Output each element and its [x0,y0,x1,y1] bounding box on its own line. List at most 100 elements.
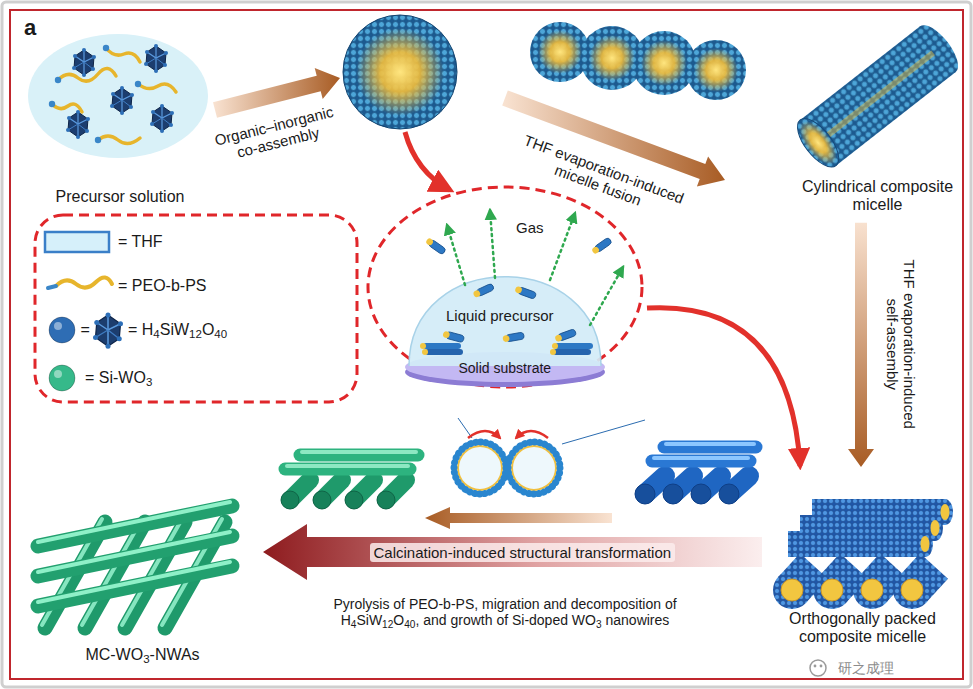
orthogonal-packing-drawing [931,520,940,536]
dashed-ellipse [447,225,465,285]
legend-text: = THF [118,233,163,251]
fused-micelles [530,22,590,82]
dashed-ellipse [514,286,536,300]
green-channel-array [377,491,395,509]
tube-cross-section [454,442,506,494]
process-arrow [848,223,874,467]
tube-cross-section [562,420,645,444]
legend-box [93,313,123,349]
nanowire-array-drawing [38,566,232,606]
nanowire-array-drawing [38,562,230,602]
dashed-ellipse [555,343,593,349]
blue-rod-array [635,484,655,504]
fused-micelles [632,31,696,95]
sphere-highlight [54,322,62,330]
legend-swatch [45,232,109,252]
tube-cross-section [508,442,560,494]
dashed-ellipse [550,213,575,280]
legend-box [35,215,357,402]
edge-label: Calcination-induced structural transform… [370,543,676,562]
dashed-ellipse [409,277,601,366]
blue-rod-array [654,456,748,460]
legend-box [35,215,357,402]
blue-rod-array [635,444,756,504]
tube-cross-section [512,446,556,490]
blue-rod-array [652,444,756,461]
subscript: 3 [596,619,602,630]
blue-rod-array [663,484,683,504]
precursor-solution-drawing [98,136,140,144]
node-text: MC-WO3-NWAs [25,646,260,664]
green-channel-array [281,491,395,509]
subscript: 12 [382,619,393,630]
orthogonal-packing-drawing [788,499,953,557]
dashed-ellipse [590,267,623,325]
green-channel-array [281,452,418,509]
node-text: Cylindrical composite micelle [795,178,960,215]
orthogonal-packing-drawing [773,499,953,609]
precursor-solution-drawing [49,101,55,107]
dashed-ellipse [442,330,464,342]
fused-micelles [538,30,582,74]
cylinder-node: Cylindrical composite micelle [795,28,960,219]
green-channel-array [302,450,416,454]
orthogonal-packing-drawing [893,571,931,609]
precursor-solution-drawing [55,77,61,83]
dashed-ellipse [550,349,556,355]
dashed-ellipse [420,343,593,355]
red-arrow [405,132,450,190]
nanowire-node: MC-WO3-NWAs [25,470,260,668]
process-note: Pyrolysis of PEO-b-PS, migration and dec… [333,596,678,628]
dashed-ellipse [425,349,463,355]
fused-micelles [589,35,635,81]
precursor-solution-drawing [110,86,134,115]
cylindrical-micelle [793,115,844,171]
cylindrical-micelle [790,112,846,174]
blue-rod-array [719,484,739,504]
dashed-ellipse [423,343,461,349]
cylindrical-micelle [790,19,965,174]
edge-label: THF evaporation-induced self-assembly [884,250,919,440]
tube-cross-section [468,431,500,438]
legend-text: = PEO-b-PS [118,277,206,295]
precursor-solution-drawing [135,81,141,87]
small-transform-arrow [425,507,612,529]
dashed-ellipse [472,283,494,298]
fused-micelles [686,40,746,100]
node-text: Precursor solution [25,188,215,206]
fused-micelles [530,22,746,100]
precursor-solution-drawing [66,110,90,139]
precursor-node: Precursor solution [25,30,215,210]
subscript: 40 [214,328,227,340]
process-arrow [263,524,762,580]
fused-micelles [580,26,644,90]
node-text: Solid substrate [459,360,552,376]
tube-cross-section [458,446,502,490]
dashed-ellipse [368,187,642,387]
dashed-ellipse [553,349,591,355]
green-channel-array [281,491,299,509]
subscript: 40 [404,619,415,630]
watermark-icon [810,660,826,676]
orthogonal-packing-drawing [813,571,851,609]
blue-rod-array [635,484,739,504]
dashed-ellipse [490,210,495,278]
orthogonal-packing-drawing [773,571,811,609]
evaporation-ellipse: GasLiquid precursorSolid substrate [365,185,645,390]
subscript: 4 [351,619,357,630]
watermark-icon [814,665,817,668]
orthogonal-packing-drawing [921,536,930,552]
orthogonal-packing-drawing [901,579,923,601]
watermark-icon [810,660,826,676]
dashed-ellipse [365,185,645,390]
subscript: 4 [153,328,159,340]
precursor-solution-drawing [72,48,96,77]
tube-cross-section [458,418,472,438]
node-text: Gas [516,219,544,236]
tube-cross-section [516,431,548,438]
panel-letter: a [24,15,36,40]
node-text: Orthogonally packed composite micelle [765,610,960,647]
